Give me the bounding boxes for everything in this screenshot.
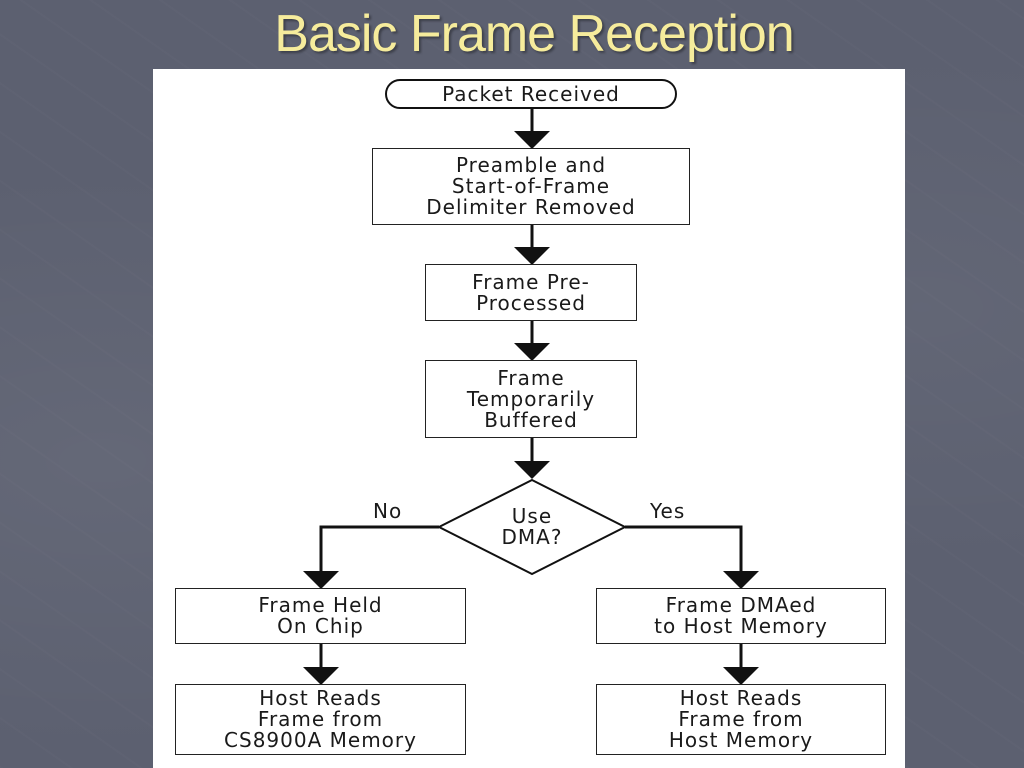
slide-title: Basic Frame Reception xyxy=(274,5,794,63)
connector-decision-to-yes xyxy=(625,525,743,573)
branch-yes-label: Yes xyxy=(650,499,686,523)
start-node: Packet Received xyxy=(385,79,677,109)
flowchart-panel: Packet Received Preamble and Start-of-Fr… xyxy=(153,69,905,768)
arrowhead-step1 xyxy=(514,131,550,149)
arrowhead-step2 xyxy=(514,247,550,265)
arrowhead-yes-step1 xyxy=(723,571,759,589)
step-host-reads-cs8900a: Host Reads Frame from CS8900A Memory xyxy=(175,684,466,755)
step-frame-held-on-chip: Frame Held On Chip xyxy=(175,588,466,644)
step-host-reads-host-memory: Host Reads Frame from Host Memory xyxy=(596,684,886,755)
decision-diamond xyxy=(436,478,628,576)
branch-no-label: No xyxy=(373,499,403,523)
step-frame-dmaed: Frame DMAed to Host Memory xyxy=(596,588,886,644)
arrowhead-decision xyxy=(514,461,550,479)
step-preamble-removed: Preamble and Start-of-Frame Delimiter Re… xyxy=(372,148,690,225)
arrowhead-no-step1 xyxy=(303,571,339,589)
arrowhead-yes-step2 xyxy=(723,667,759,685)
step-frame-preprocessed: Frame Pre- Processed xyxy=(425,264,637,321)
arrowhead-step3 xyxy=(514,343,550,361)
decision-label: Use DMA? xyxy=(501,504,563,549)
flowchart-connectors xyxy=(303,107,759,685)
connector-decision-to-no xyxy=(319,525,439,573)
step-frame-buffered: Frame Temporarily Buffered xyxy=(425,360,637,438)
arrowhead-no-step2 xyxy=(303,667,339,685)
